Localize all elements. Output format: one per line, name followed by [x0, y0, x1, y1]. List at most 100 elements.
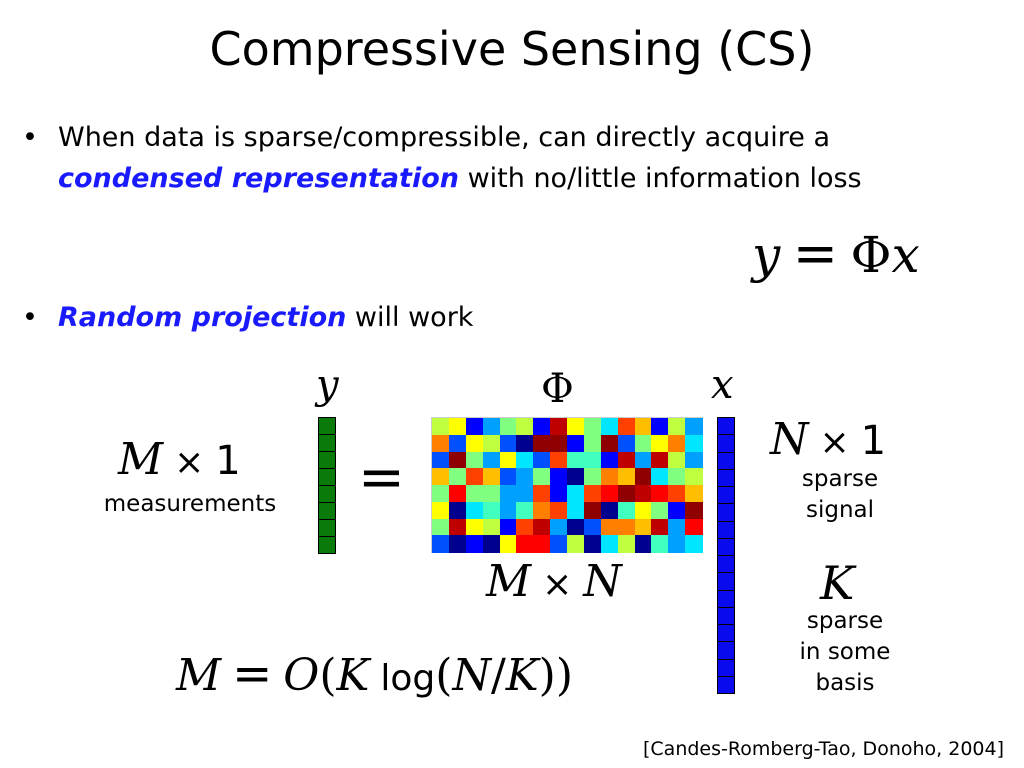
matrix-cell: [432, 501, 450, 519]
matrix-cell: [651, 451, 669, 469]
dim-times: ×: [819, 422, 850, 463]
k-caption-line-3: basis: [815, 670, 875, 696]
matrix-cell: [668, 518, 686, 536]
bound-n: N: [452, 650, 491, 701]
matrix-cell: [600, 501, 619, 519]
matrix-cell: [550, 485, 568, 503]
matrix-cell: [567, 468, 585, 486]
matrix-cell: [685, 468, 703, 486]
bullet-marker: •: [22, 122, 38, 153]
bound-k2: K: [505, 650, 539, 701]
matrix-cell: [567, 518, 585, 536]
y-vector-label: y: [316, 362, 339, 408]
matrix-cell: [685, 518, 703, 536]
y-vector-cell: [318, 451, 336, 469]
phi-random-matrix: [431, 417, 703, 553]
dim-times: ×: [542, 564, 573, 605]
x-vector-cell: [717, 486, 735, 505]
matrix-cell: [668, 434, 686, 452]
main-equation: y = Φx: [752, 222, 920, 285]
matrix-cell: [533, 535, 551, 553]
bound-equals: =: [232, 646, 273, 702]
matrix-cell: [516, 501, 534, 519]
matrix-cell: [465, 418, 484, 436]
matrix-cell: [634, 535, 652, 553]
matrix-cell: [583, 418, 602, 436]
matrix-cell: [668, 485, 686, 503]
matrix-cell: [651, 535, 669, 553]
matrix-cell: [634, 485, 652, 503]
matrix-cell: [617, 418, 635, 436]
matrix-cell: [583, 434, 602, 452]
matrix-cell: [685, 535, 703, 553]
matrix-cell: [482, 535, 500, 553]
dim-n: N: [770, 414, 809, 465]
matrix-cell: [567, 451, 585, 469]
k-caption: sparse in some basis: [785, 606, 905, 699]
measurement-bound: M = O(K log(N/K)): [176, 646, 573, 702]
matrix-cell: [432, 468, 450, 486]
matrix-cell: [533, 501, 551, 519]
matrix-cell: [634, 418, 652, 436]
x-caption: sparse signal: [780, 464, 900, 526]
x-vector-cell: [717, 434, 735, 453]
matrix-cell: [499, 451, 517, 469]
matrix-cell: [533, 485, 551, 503]
matrix-cell: [685, 451, 703, 469]
matrix-cell: [499, 485, 517, 503]
k-caption-line-2: in some: [799, 639, 891, 665]
x-vector-cell: [717, 537, 735, 556]
matrix-cell: [465, 535, 484, 553]
matrix-cell: [432, 535, 450, 553]
matrix-cell: [617, 518, 635, 536]
x-caption-line-2: signal: [805, 497, 875, 523]
matrix-cell: [617, 451, 635, 469]
matrix-cell: [465, 451, 484, 469]
matrix-cell: [432, 451, 450, 469]
matrix-cell: [533, 434, 551, 452]
matrix-cell: [567, 434, 585, 452]
matrix-cell: [583, 485, 602, 503]
matrix-cell: [499, 434, 517, 452]
matrix-cell: [465, 485, 484, 503]
matrix-cell: [617, 468, 635, 486]
x-vector-cell: [717, 555, 735, 574]
matrix-cell: [465, 501, 484, 519]
k-caption-line-1: sparse: [806, 608, 884, 634]
matrix-cell: [651, 434, 669, 452]
diagram-equals: =: [358, 445, 405, 510]
matrix-cell: [516, 418, 534, 436]
matrix-cell: [583, 535, 602, 553]
slide-title: Compressive Sensing (CS): [209, 22, 815, 76]
eq-y: y: [752, 226, 781, 284]
matrix-cell: [651, 485, 669, 503]
matrix-cell: [550, 418, 568, 436]
matrix-cell: [634, 451, 652, 469]
matrix-cell: [448, 518, 467, 536]
y-vector-cell: [318, 502, 336, 520]
matrix-cell: [583, 451, 602, 469]
matrix-cell: [600, 468, 619, 486]
x-vector-cell: [717, 520, 735, 539]
matrix-cell: [583, 501, 602, 519]
matrix-cell: [482, 485, 500, 503]
matrix-cell: [600, 485, 619, 503]
bullet-item-2: • Random projection will work: [22, 297, 882, 338]
matrix-cell: [651, 501, 669, 519]
dim-m: M: [118, 434, 164, 485]
matrix-cell: [668, 468, 686, 486]
y-vector-cell: [318, 417, 336, 435]
matrix-cell: [617, 485, 635, 503]
bound-k: K: [336, 650, 370, 701]
matrix-cell: [567, 501, 585, 519]
dim-n: N: [583, 556, 622, 607]
matrix-dimensions: M × N: [486, 556, 622, 607]
matrix-cell: [617, 434, 635, 452]
matrix-cell: [499, 418, 517, 436]
matrix-cell: [550, 501, 568, 519]
x-vector-cell: [717, 624, 735, 643]
x-vector-cell: [717, 451, 735, 470]
eq-equals: =: [792, 222, 838, 285]
matrix-cell: [634, 434, 652, 452]
bullet-text: When data is sparse/compressible, can di…: [58, 122, 830, 153]
